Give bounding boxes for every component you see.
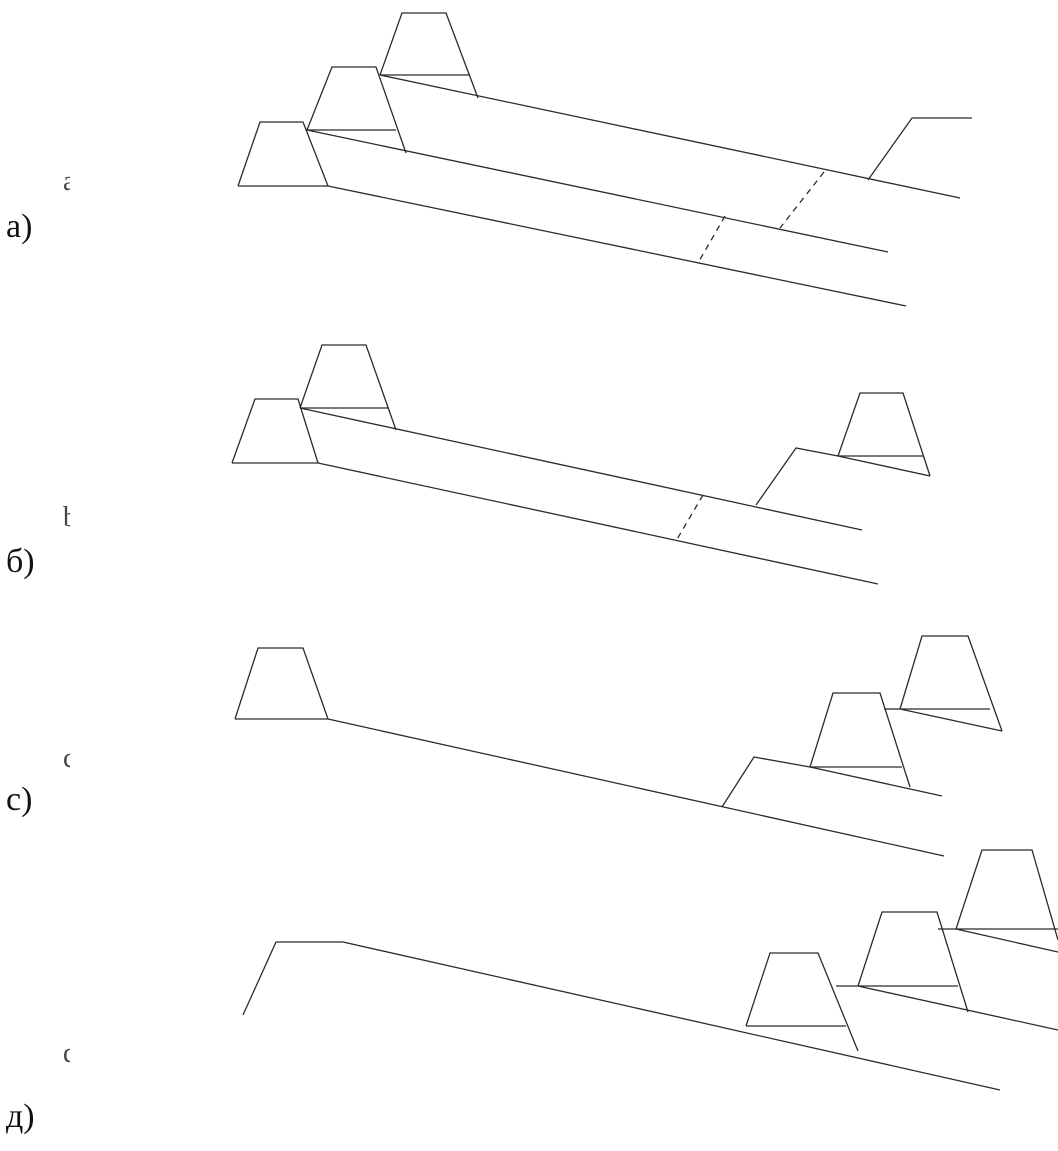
panel-b-mound-right [837, 392, 931, 477]
panel-c-slope-lower [327, 718, 945, 857]
panel-b-mound-upper [299, 344, 397, 431]
panel-a-drawing [237, 12, 972, 307]
panel-a-slope-middle [306, 129, 889, 253]
panel-d-mound-2 [857, 911, 969, 1013]
panel-a-dashed-lower [697, 215, 726, 264]
panel-b-drawing [231, 344, 931, 585]
panel-c-slope-middle [809, 766, 943, 797]
panel-c-label: с) [6, 781, 33, 818]
panel-a-dashed-upper [779, 171, 825, 229]
panel-a-mound-middle [306, 66, 407, 154]
panel-a-slope-upper [379, 74, 961, 199]
panel-c-slope-right [899, 708, 1003, 732]
panel-b-slope-lower [317, 462, 879, 585]
panel-d-label: д) [6, 1098, 35, 1135]
panel-d-slope-3 [955, 928, 1058, 953]
panel-b-ghost-glyph: b [63, 504, 70, 533]
panel-c-drawing [234, 635, 1003, 857]
panel-d-mound-3 [955, 849, 1058, 941]
panel-b-slope-upper [299, 407, 863, 531]
panel-b-right-bank [755, 447, 839, 506]
panel-c-mound-middle [809, 692, 911, 788]
panel-d-slope-main [342, 941, 1001, 1091]
panel-d-slope-2 [857, 985, 1058, 1031]
panel-c-mound-left [234, 647, 329, 720]
panel-d-mound-1 [745, 952, 859, 1052]
panel-d-left-bank [242, 941, 343, 1016]
panel-a-ghost-glyph: a [63, 168, 70, 197]
panel-b-mound-lower [231, 398, 319, 464]
panel-b-mound-right-slope [837, 455, 931, 477]
panel-a-mound-bottom [237, 121, 329, 187]
panel-a-mound-top [379, 12, 479, 99]
panel-b-dashed [675, 494, 704, 542]
panel-b-label: б) [6, 543, 35, 580]
panel-d-drawing [242, 849, 1058, 1091]
panel-c-ghost-glyph: c [63, 745, 70, 774]
panel-a-right-bank [867, 117, 972, 181]
panel-c-bank [721, 756, 811, 808]
panel-d-ghost-glyph: d [63, 1040, 70, 1069]
panel-c-mound-right [899, 635, 1003, 732]
panel-a-slope-lower [327, 185, 907, 307]
panel-a-label: а) [6, 208, 33, 245]
